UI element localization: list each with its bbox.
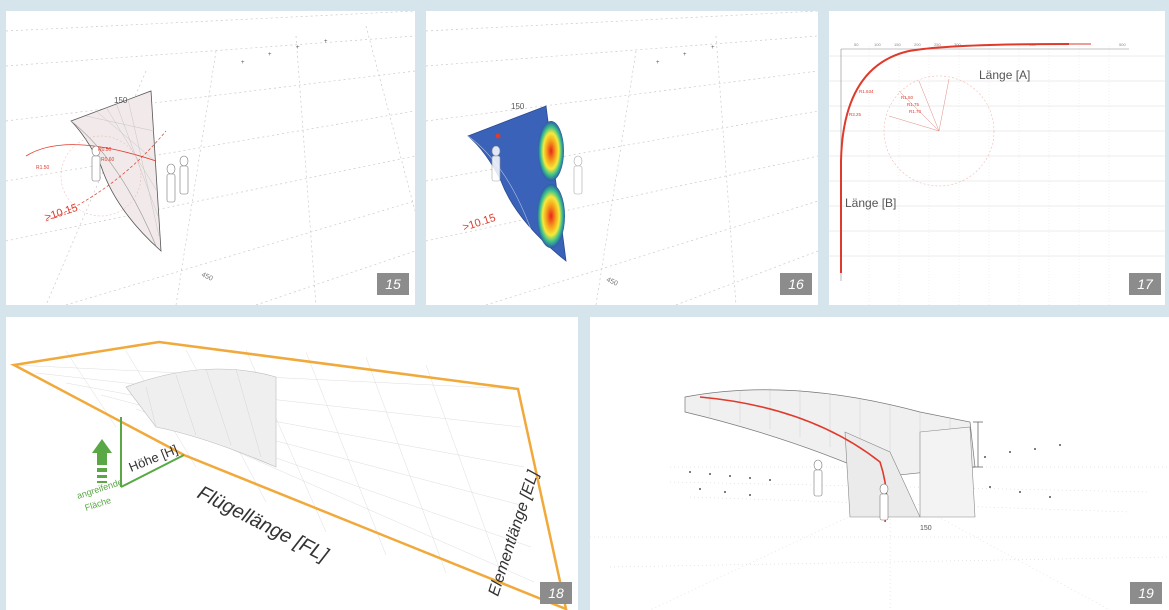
radius-label: >10.15 xyxy=(461,212,497,234)
svg-text:+: + xyxy=(296,45,300,51)
svg-text:500: 500 xyxy=(1119,42,1126,47)
svg-text:+: + xyxy=(268,52,272,58)
length-b-label: Länge [B] xyxy=(845,196,896,210)
figure-number-badge: 18 xyxy=(540,582,572,604)
figure-number-badge: 16 xyxy=(780,273,812,295)
parameter-diagram-18: Höhe [H] Flügellänge [FL] Elementlänge [… xyxy=(10,340,568,610)
svg-text:R3.25: R3.25 xyxy=(849,112,862,117)
svg-text:R1.75: R1.75 xyxy=(907,102,920,107)
figure-number-badge: 17 xyxy=(1129,273,1161,295)
dimension-label: 150 xyxy=(920,525,932,532)
dimension-top-label: 150 xyxy=(511,102,525,111)
dimension-top-label: 150 xyxy=(114,96,128,105)
svg-text:+: + xyxy=(711,45,715,51)
svg-text:R1.634: R1.634 xyxy=(859,89,874,94)
figure-number-badge: 19 xyxy=(1130,582,1162,604)
svg-text:R0.60: R0.60 xyxy=(101,157,115,163)
dimension-bottom-label: 450 xyxy=(200,271,214,282)
svg-text:R1.50: R1.50 xyxy=(901,95,914,100)
svg-text:50: 50 xyxy=(854,42,859,47)
dimension-bottom-label: 450 xyxy=(605,276,619,287)
element-length-label: Elementlänge [EL] xyxy=(486,468,543,598)
stress-analysis-view-16: + + + 150 >10.15 450 xyxy=(426,11,818,305)
svg-text:+: + xyxy=(324,39,328,45)
svg-text:200: 200 xyxy=(914,42,921,47)
svg-text:150: 150 xyxy=(894,42,901,47)
svg-text:+: + xyxy=(241,60,245,66)
svg-text:300: 300 xyxy=(954,42,961,47)
svg-text:250: 250 xyxy=(934,42,941,47)
figure-panel-16: + + + 150 >10.15 450 16 xyxy=(426,11,818,305)
svg-text:R1.70: R1.70 xyxy=(909,109,922,114)
figure-panel-19: 150 19 xyxy=(590,317,1169,610)
figure-panel-18: Höhe [H] Flügellänge [FL] Elementlänge [… xyxy=(6,317,578,610)
wing-length-label: Flügellänge [FL] xyxy=(194,482,332,567)
svg-text:R1.50: R1.50 xyxy=(36,165,50,171)
svg-text:R0.50: R0.50 xyxy=(98,147,112,153)
svg-text:+: + xyxy=(656,60,660,66)
svg-text:+: + xyxy=(683,52,687,58)
perspective-canopy-19: 150 xyxy=(590,388,1169,610)
radius-label: >10.15 xyxy=(43,202,79,224)
figure-number-badge: 15 xyxy=(377,273,409,295)
length-a-label: Länge [A] xyxy=(979,68,1030,82)
svg-text:100: 100 xyxy=(874,42,881,47)
